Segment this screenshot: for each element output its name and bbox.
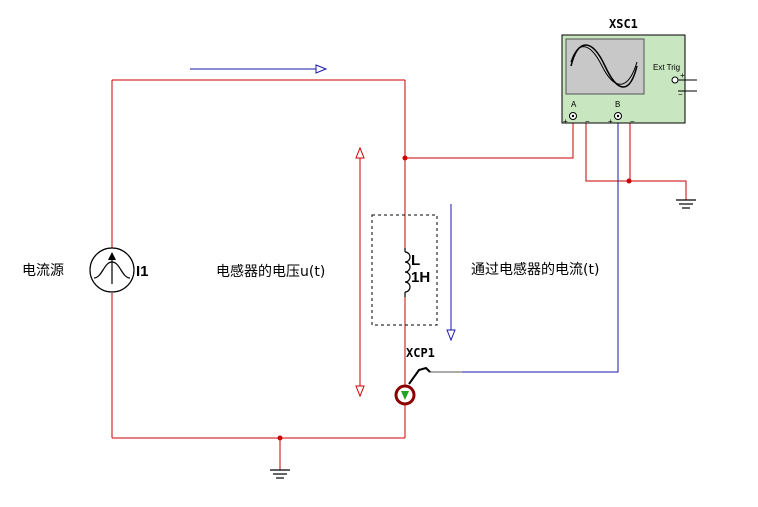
- junction-dot: [402, 155, 408, 161]
- source-name-label: 电流源: [22, 263, 64, 279]
- inductor-current-arrow: [446, 204, 456, 342]
- inductor-ref-label: L: [411, 252, 420, 269]
- wire-probe-to-scope-b: [462, 120, 619, 373]
- scope-a-minus-label: −: [585, 117, 590, 126]
- ext-trig-minus-label: −: [678, 90, 683, 99]
- inductor-value-label: 1H: [411, 269, 430, 286]
- junction-dot: [277, 435, 283, 441]
- scope-channel-a-label: A: [571, 100, 577, 109]
- source-arrowhead-icon: [108, 252, 116, 260]
- probe-tip-icon: [401, 391, 409, 400]
- ext-trig-plus-label: +: [680, 71, 685, 80]
- scope-a-plus-label: +: [563, 117, 568, 126]
- current-probe[interactable]: [394, 366, 431, 406]
- junction-dot: [626, 178, 632, 184]
- current-label: 通过电感器的电流(t): [471, 261, 599, 278]
- voltage-label: 电感器的电压u(t): [216, 263, 325, 280]
- scope-waveform-icon: [570, 46, 638, 85]
- scope-b-plus-label: +: [608, 117, 613, 126]
- scope-b-minus-label: −: [630, 117, 635, 126]
- ground-icon: [676, 199, 696, 209]
- inductor-coil-icon: [404, 251, 411, 293]
- ext-trig-terminal[interactable]: [671, 76, 679, 84]
- source-ref-label: I1: [136, 263, 149, 280]
- scope-channel-b-label: B: [615, 100, 620, 109]
- inductor[interactable]: [404, 248, 411, 297]
- inductor-dashed-box: [371, 214, 438, 326]
- ground-icon: [270, 469, 290, 479]
- wire-to-scope-a: [405, 120, 574, 159]
- voltage-arrow: [355, 146, 365, 398]
- main-loop-wires: [111, 79, 687, 470]
- current-direction-arrow: [190, 64, 328, 74]
- oscilloscope[interactable]: Ext Trig + − A B + − + −: [561, 34, 697, 126]
- probe-clip-icon: [408, 366, 431, 385]
- scope-ext-trig-label: Ext Trig: [653, 63, 680, 72]
- current-source[interactable]: [89, 247, 135, 293]
- wire-scope-ground: [585, 120, 687, 200]
- scope-ref-label: XSC1: [609, 17, 638, 31]
- probe-ref-label: XCP1: [406, 346, 435, 360]
